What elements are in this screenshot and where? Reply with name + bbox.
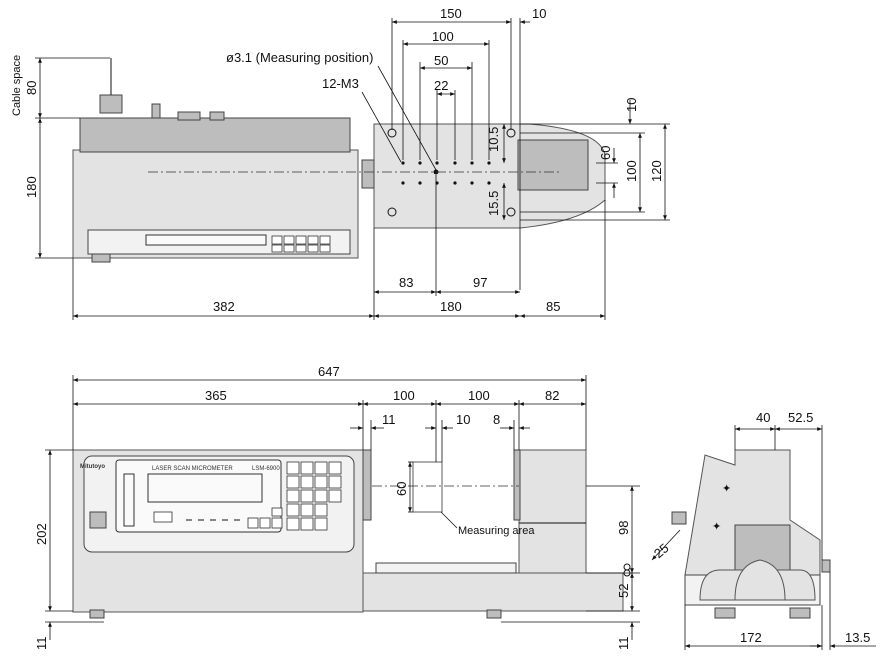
dim-180-bottom: 180 <box>440 299 462 314</box>
dim-10-right: 10 <box>624 98 639 112</box>
front-lcd <box>147 473 263 503</box>
top-receiver-unit <box>517 139 589 191</box>
label-measuring-area: Measuring area <box>458 525 535 537</box>
dim-11-left: 11 <box>34 637 49 651</box>
dim-647: 647 <box>318 364 340 379</box>
side-base-arch <box>734 559 786 601</box>
label-screws: 12-M3 <box>322 76 359 91</box>
front-model: LSM-6900 <box>252 466 280 472</box>
dim-52-5: 52.5 <box>788 410 813 425</box>
dim-8: 8 <box>493 412 500 427</box>
dim-10-front: 10 <box>456 412 470 427</box>
dim-60-front: 60 <box>394 482 409 496</box>
dim-172: 172 <box>740 630 762 645</box>
dim-11-right: 11 <box>616 637 631 651</box>
front-keypad <box>247 461 342 531</box>
svg-text:✦: ✦ <box>722 483 731 495</box>
dim-365: 365 <box>205 388 227 403</box>
dim-13-5: 13.5 <box>845 630 870 645</box>
top-screw-holes <box>401 161 491 185</box>
top-lcd <box>145 234 267 246</box>
label-measuring-position: ø3.1 (Measuring position) <box>226 50 373 65</box>
top-keypad <box>271 235 331 253</box>
dim-82: 82 <box>545 388 559 403</box>
dim-100: 100 <box>432 29 454 44</box>
dim-50: 50 <box>434 53 448 68</box>
dim-100-right: 100 <box>624 160 639 182</box>
side-knob <box>671 511 687 525</box>
dim-85: 85 <box>546 299 560 314</box>
dim-15-5: 15.5 <box>486 191 501 216</box>
dim-98: 98 <box>616 521 631 535</box>
dim-10-5: 10.5 <box>486 127 501 152</box>
front-brand: Mitutoyo <box>80 464 105 470</box>
dim-97: 97 <box>473 275 487 290</box>
dim-52: 52 <box>616 584 631 598</box>
front-receiver-unit <box>518 449 587 574</box>
dim-100-b: 100 <box>468 388 490 403</box>
dim-202: 202 <box>34 523 49 545</box>
front-power-switch <box>89 511 107 529</box>
cable-space-label: Cable space <box>11 55 23 116</box>
dim-11-top: 11 <box>382 412 396 427</box>
dim-100-a: 100 <box>393 388 415 403</box>
dim-height-180: 180 <box>24 176 39 198</box>
dim-83: 83 <box>399 275 413 290</box>
top-view: Cable space 80 180 150 10 100 50 22 ø3.1… <box>11 6 670 320</box>
dim-120: 120 <box>649 160 664 182</box>
dim-60-right: 60 <box>598 146 613 160</box>
dim-10-top: 10 <box>532 6 546 21</box>
front-panel-title: LASER SCAN MICROMETER <box>152 466 233 472</box>
side-view: ✦ ✦ 40 52.5 25 172 13.5 <box>651 410 876 650</box>
front-view: Mitutoyo LASER SCAN MICROMETER LSM-6900 <box>34 364 640 650</box>
dim-150: 150 <box>440 6 462 21</box>
top-rear-panel <box>79 117 351 153</box>
dim-382: 382 <box>213 299 235 314</box>
dim-cable-space: 80 <box>24 81 39 95</box>
dim-40: 40 <box>756 410 770 425</box>
top-cable-connector <box>99 94 123 114</box>
front-work-stage <box>375 562 517 574</box>
svg-text:✦: ✦ <box>712 521 721 533</box>
top-foot-switch <box>91 253 111 263</box>
dim-22: 22 <box>434 78 448 93</box>
front-base <box>362 572 624 612</box>
